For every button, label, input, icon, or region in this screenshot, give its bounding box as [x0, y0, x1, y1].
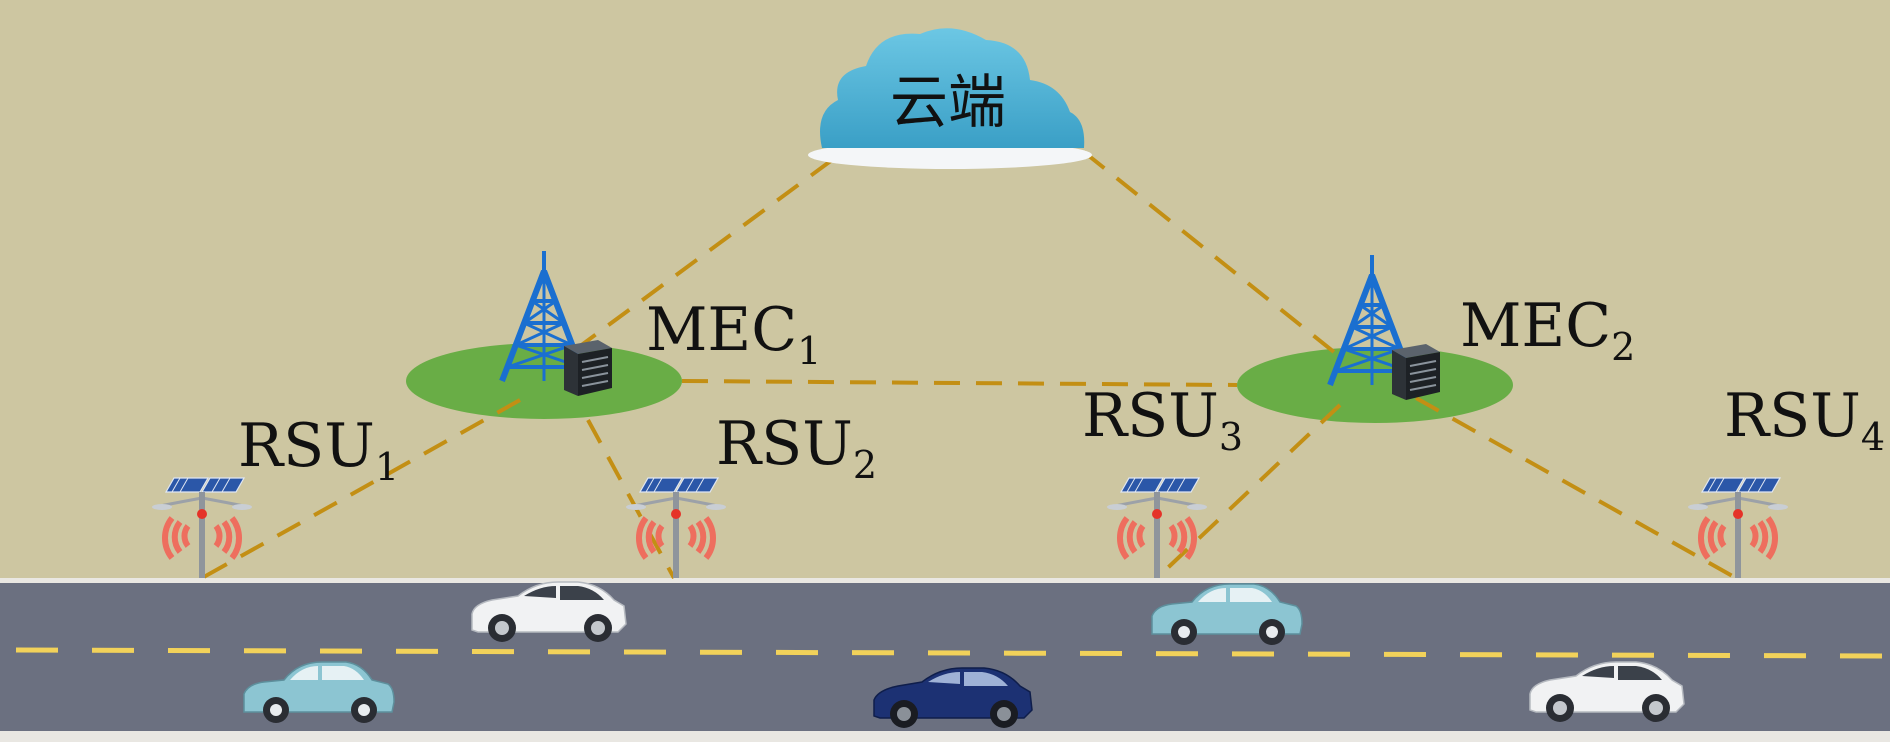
mec1-node: MEC1: [502, 251, 821, 397]
server-icon: [563, 339, 613, 397]
mec2-label: MEC2: [1460, 291, 1635, 369]
rsu3-label: RSU3: [1082, 381, 1243, 459]
mec1-label: MEC1: [646, 295, 821, 373]
rsu1-node: RSU1: [152, 411, 399, 578]
mec2-node: MEC2: [1330, 255, 1635, 401]
rsu3-node: RSU3: [1082, 381, 1243, 578]
cloud-icon: [820, 28, 1085, 149]
link-mec1-rsu2: [586, 419, 676, 579]
server-icon: [1391, 343, 1441, 401]
link-mec1-mec2: [681, 379, 1238, 387]
rsu2-label: RSU2: [716, 409, 877, 487]
cloud-node: 云端: [808, 28, 1092, 169]
rsu4-label: RSU4: [1724, 381, 1885, 459]
rsu2-node: RSU2: [626, 409, 877, 578]
rsu4-node: RSU4: [1688, 381, 1885, 578]
link-cloud-mec1: [566, 158, 834, 357]
link-mec2-rsu4: [1415, 396, 1737, 580]
lane-marking: [15, 647, 1890, 659]
cloud-label: 云端: [890, 68, 1006, 136]
network-links: [201, 150, 1737, 580]
mec2-coverage-area: [1237, 347, 1513, 423]
rsu1-label: RSU1: [238, 411, 399, 489]
link-mec1-rsu1: [201, 398, 521, 580]
link-cloud-mec2: [1082, 150, 1346, 362]
